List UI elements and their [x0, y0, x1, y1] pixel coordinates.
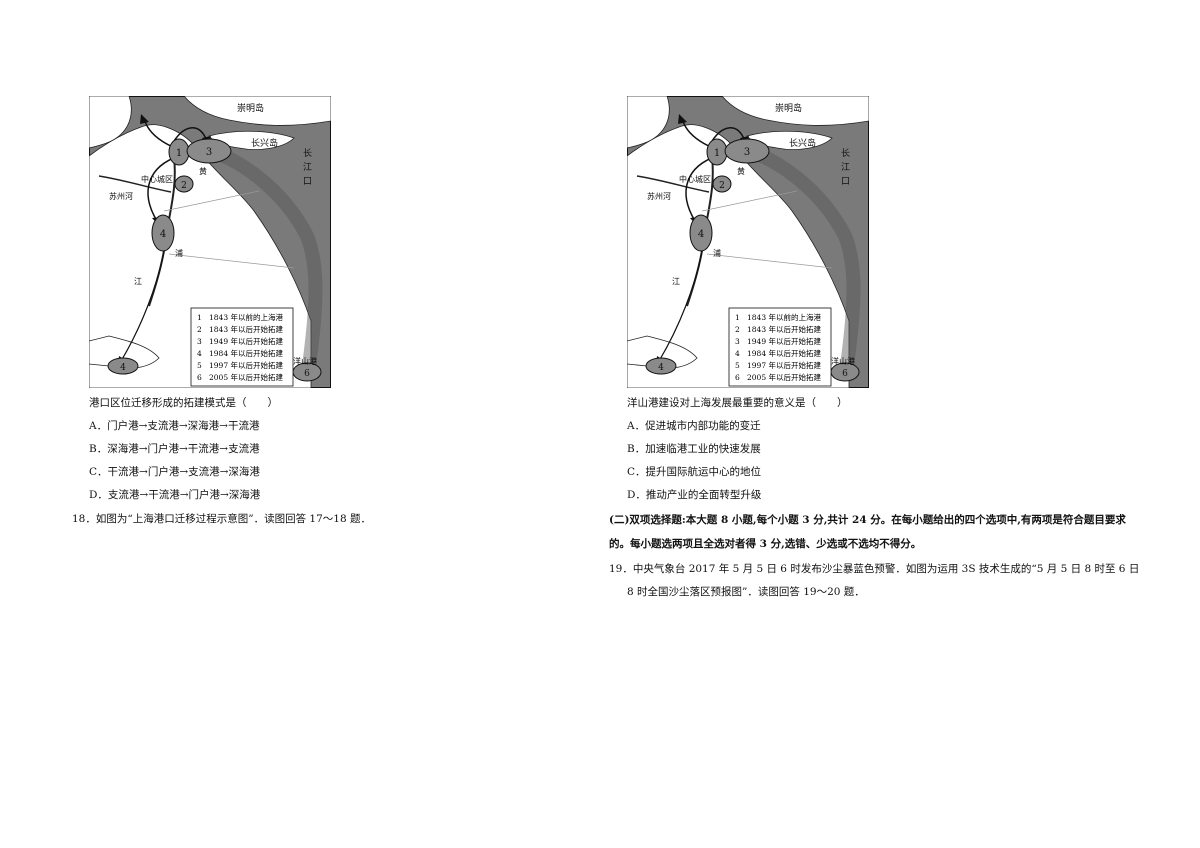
map-figure: 1 2 3 4 4 6 崇明岛 长兴岛 长 江 口 中心城区 苏州河 黄 浦 江…	[627, 96, 869, 388]
legend-text: 1843 年以后开始拓建	[209, 324, 283, 334]
changxing-label: 长兴岛	[789, 137, 816, 149]
svg-text:3: 3	[744, 147, 750, 158]
center-district-label: 中心城区	[679, 174, 711, 184]
svg-text:4: 4	[698, 229, 704, 240]
legend-text: 1949 年以后开始拓建	[209, 336, 283, 346]
port-migration-map-right: 1 2 3 4 4 6 崇明岛 长兴岛 长 江 口 中心城区 苏州河 黄 浦 江…	[627, 96, 869, 388]
changjiang-kou-label-3: 口	[841, 177, 850, 187]
jiang-label: 江	[672, 277, 680, 286]
legend-text: 1997 年以后开始拓建	[747, 360, 821, 370]
legend-text: 1843 年以后开始拓建	[747, 324, 821, 334]
option-c: C．提升国际航运中心的地位	[627, 466, 762, 478]
question-19-line2: 8 时全国沙尘落区预报图”．读图回答 19～20 题．	[627, 586, 865, 598]
legend-num: 6	[735, 373, 740, 382]
legend-num: 5	[735, 361, 740, 370]
legend-text: 1843 年以前的上海港	[747, 312, 821, 322]
svg-text:6: 6	[842, 369, 848, 379]
option-b: B．深海港→门户港→干流港→支流港	[89, 443, 260, 455]
option-b: B．加速临港工业的快速发展	[627, 443, 761, 455]
pu-label: 浦	[175, 248, 183, 258]
suzhou-river-label: 苏州河	[109, 191, 133, 201]
section-heading-line1: (二)双项选择题:本大题 8 小题,每个小题 3 分,共计 24 分。在每小题给…	[609, 514, 1126, 526]
changjiang-kou-label-2: 江	[303, 162, 312, 173]
svg-text:6: 6	[304, 369, 310, 379]
section-heading-line2: 的。每小题选两项且全选对者得 3 分,选错、少选或不选均不得分。	[609, 538, 922, 550]
jiang-label: 江	[134, 277, 142, 286]
legend-text: 1997 年以后开始拓建	[209, 360, 283, 370]
changjiang-kou-label-2: 江	[841, 162, 850, 173]
legend-num: 4	[735, 349, 740, 358]
changjiang-kou-label-1: 长	[841, 147, 850, 159]
option-d: D．支流港→干流港→门户港→深海港	[89, 489, 261, 501]
legend-text: 1843 年以前的上海港	[209, 312, 283, 322]
legend-num: 6	[197, 373, 202, 382]
option-d: D．推动产业的全面转型升级	[627, 489, 762, 501]
option-a: A．门户港→支流港→深海港→干流港	[89, 420, 260, 432]
pu-label: 浦	[713, 248, 721, 258]
center-district-label: 中心城区	[141, 174, 173, 184]
chongming-label: 崇明岛	[775, 102, 802, 114]
legend-text: 1984 年以后开始拓建	[747, 348, 821, 358]
map-legend: 1 1843 年以前的上海港 2 1843 年以后开始拓建 3 1949 年以后…	[728, 307, 832, 387]
svg-text:1: 1	[714, 148, 720, 159]
question-18-intro: 18．如图为“上海港口迁移过程示意图”．读图回答 17～18 题．	[72, 513, 371, 525]
legend-text: 1984 年以后开始拓建	[209, 348, 283, 358]
legend-num: 2	[197, 325, 202, 334]
svg-text:2: 2	[181, 181, 187, 191]
svg-text:3: 3	[206, 147, 212, 158]
yangshan-label: 洋山港	[293, 356, 317, 366]
legend-text: 2005 年以后开始拓建	[747, 372, 821, 382]
svg-text:4: 4	[120, 363, 126, 373]
map-legend: 1 1843 年以前的上海港 2 1843 年以后开始拓建 3 1949 年以后…	[190, 307, 294, 387]
legend-text: 2005 年以后开始拓建	[209, 372, 283, 382]
legend-num: 3	[735, 337, 740, 346]
question-18-stem: 洋山港建设对上海发展最重要的意义是（ ）	[627, 397, 848, 409]
option-a: A．促进城市内部功能的变迁	[627, 420, 761, 432]
legend-num: 5	[197, 361, 202, 370]
question-19-line1: 19．中央气象台 2017 年 5 月 5 日 6 时发布沙尘暴蓝色预警．如图为…	[609, 563, 1140, 575]
legend-num: 4	[197, 349, 202, 358]
map-figure: 1 2 3 4 4 6 崇明岛 长兴岛 长 江 口 中心城区 苏州河 黄 浦 江…	[89, 96, 331, 388]
legend-num: 3	[197, 337, 202, 346]
svg-text:2: 2	[719, 181, 725, 191]
question-17-stem: 港口区位迁移形成的拓建模式是（ ）	[89, 397, 278, 409]
legend-num: 1	[197, 313, 202, 322]
legend-num: 2	[735, 325, 740, 334]
yangshan-label: 洋山港	[831, 356, 855, 366]
huang-label: 黄	[199, 166, 207, 176]
suzhou-river-label: 苏州河	[647, 191, 671, 201]
legend-num: 1	[735, 313, 740, 322]
changjiang-kou-label-3: 口	[303, 177, 312, 187]
port-migration-map-left: 1 2 3 4 4 6 崇明岛 长兴岛 长 江 口 中心城区 苏州河 黄 浦 江…	[89, 96, 331, 388]
svg-text:4: 4	[658, 363, 664, 373]
changjiang-kou-label-1: 长	[303, 147, 312, 159]
changxing-label: 长兴岛	[251, 137, 278, 149]
svg-text:4: 4	[160, 229, 166, 240]
legend-text: 1949 年以后开始拓建	[747, 336, 821, 346]
option-c: C．干流港→门户港→支流港→深海港	[89, 466, 260, 478]
svg-text:1: 1	[176, 148, 182, 159]
chongming-label: 崇明岛	[237, 102, 264, 114]
huang-label: 黄	[737, 166, 745, 176]
